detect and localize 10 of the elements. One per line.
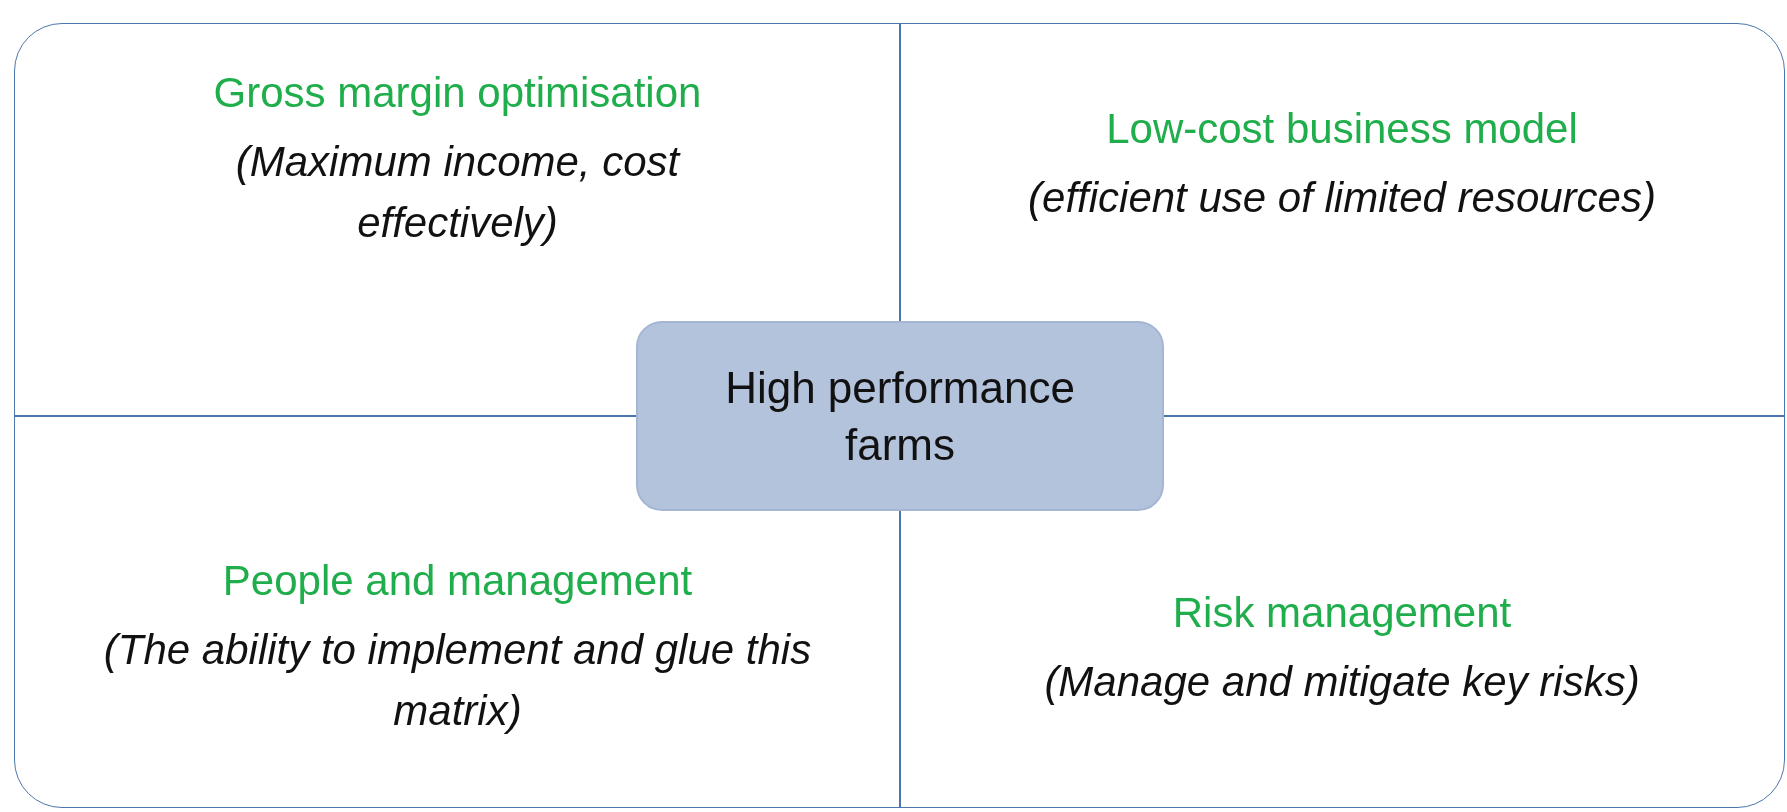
quadrant-heading: Low-cost business model	[1105, 104, 1579, 154]
quadrant-heading: People and management	[221, 556, 694, 606]
center-box	[636, 321, 1164, 511]
quadrant-description: (efficient use of limited resources)	[1027, 173, 1657, 224]
quadrant-heading: Gross margin optimisation	[212, 68, 703, 118]
center-label: High performance farms	[724, 361, 1076, 471]
quadrant-description: (Maximum income, cost effectively)	[234, 137, 682, 249]
quadrant-heading: Risk management	[1171, 588, 1513, 638]
quadrant-description: (Manage and mitigate key risks)	[1043, 657, 1641, 708]
quadrant-description: (The ability to implement and glue this matrix)	[102, 625, 813, 737]
